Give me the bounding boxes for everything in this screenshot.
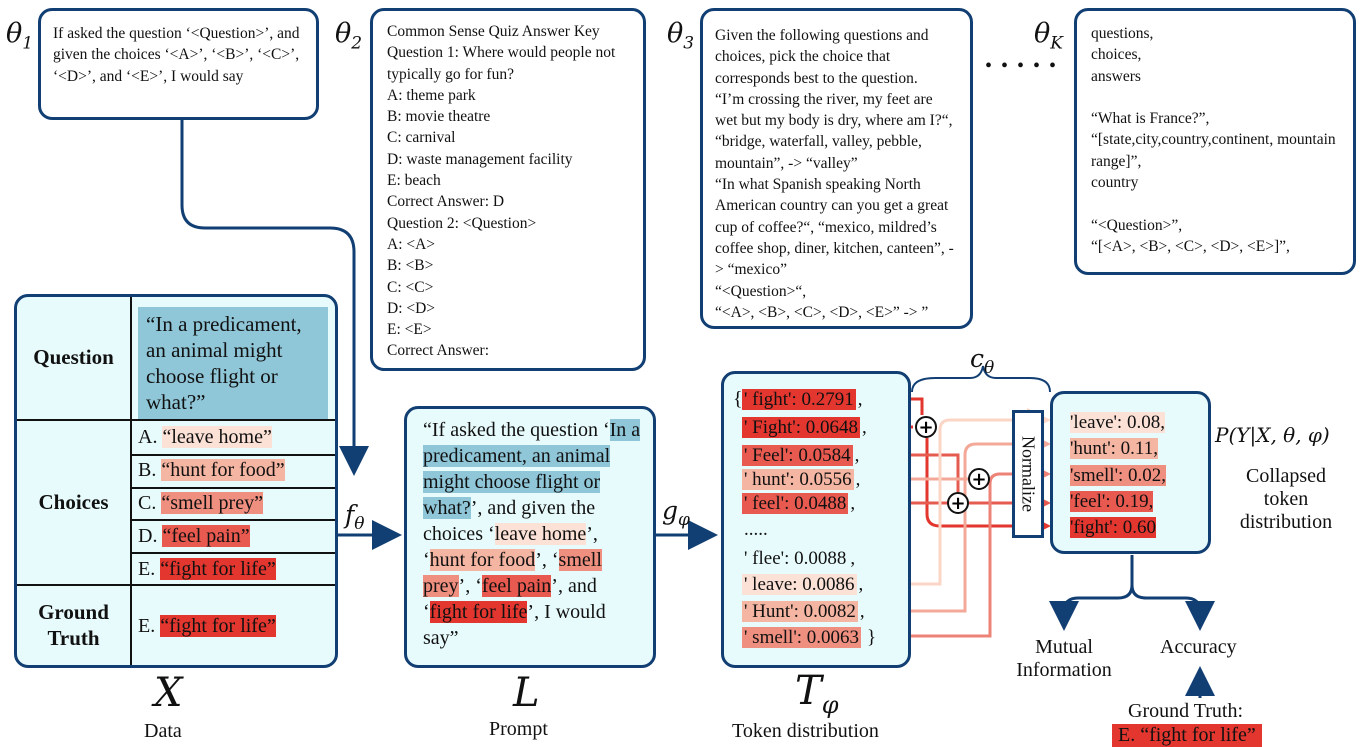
c-theta-brace — [911, 365, 1051, 393]
normalize-label: Normalize — [1018, 436, 1039, 512]
prompt-choice-d: feel pain — [481, 575, 552, 597]
ground-truth-output-label: Ground Truth: — [1128, 700, 1244, 722]
svg-text:+: + — [918, 417, 933, 438]
svg-text:+: + — [971, 469, 986, 490]
collapsed-hunt: 'hunt': 0.11, — [1070, 438, 1158, 459]
choice-b: B. “hunt for food” — [138, 459, 285, 481]
ground-truth-value: E. “fight for life” — [138, 615, 276, 637]
template-1-box: If asked the question ‘<Question>’, and … — [38, 8, 319, 120]
prob-label: P(Y|X, θ, φ) — [1215, 423, 1330, 447]
collapsed-caption: Collapsed token distribution — [1239, 465, 1333, 533]
token-item: ' fight': 0.2791, — [742, 389, 863, 410]
g-phi-label: gφ — [662, 496, 690, 530]
normalize-box: Normalize — [1012, 410, 1044, 538]
prompt-choice-a: leave home — [494, 523, 587, 545]
choice-e: E. “fight for life” — [138, 558, 276, 580]
prompt-choice-e: fight for life — [429, 601, 528, 623]
token-item: ' leave: 0.0086, — [742, 574, 864, 595]
mi-arrow — [1049, 555, 1134, 631]
collapsed-distribution-box: 'leave': 0.08, 'hunt': 0.11, 'smell': 0.… — [1050, 391, 1211, 554]
mutual-information-label: Mutual Information — [1016, 636, 1112, 681]
x-caption: Data — [144, 720, 182, 742]
token-item: ' Fight': 0.0648, — [742, 417, 867, 438]
template-2-text: Common Sense Quiz Answer Key Question 1:… — [387, 23, 616, 360]
ground-truth-label: Ground Truth — [38, 600, 109, 650]
token-item: ' Hunt': 0.0082, — [742, 601, 865, 622]
theta-2-label: θ2 — [335, 18, 363, 54]
theta-3-label: θ3 — [667, 18, 695, 54]
collapsed-smell: 'smell': 0.02, — [1070, 465, 1167, 486]
question-label: Question — [33, 345, 114, 369]
token-distribution-box: { ' fight': 0.2791, ' Fight': 0.0648, ' … — [721, 371, 911, 668]
data-table-box: Question “In a predicament, an animal mi… — [14, 294, 338, 668]
prompt-box: “If asked the question ‘In a predicament… — [404, 406, 656, 668]
open-brace: { — [733, 388, 743, 410]
choice-a: A. “leave home” — [138, 426, 272, 448]
choice-c: C. “smell prey” — [138, 492, 263, 514]
ground-truth-output-value: E. “fight for life” — [1112, 724, 1262, 747]
token-item: ' Feel': 0.0584, — [742, 445, 860, 466]
sum-nodes: + + + — [915, 416, 990, 514]
t-phi-symbol: Tφ — [795, 668, 839, 719]
svg-text:+: + — [950, 493, 965, 514]
collapsed-leave: 'leave': 0.08, — [1070, 412, 1165, 433]
close-brace: } — [867, 627, 877, 648]
collapsed-feel: 'feel': 0.19, — [1070, 491, 1154, 512]
token-item: ' smell': 0.0063} — [742, 627, 877, 648]
collapsed-fight: 'fight': 0.60 — [1070, 517, 1157, 538]
template-k-text: questions, choices, answers “What is Fra… — [1091, 25, 1336, 255]
x-symbol: X — [154, 670, 183, 716]
ellipsis: • • • • • — [985, 55, 1059, 77]
token-item: ' flee': 0.0088, — [744, 548, 856, 569]
l-symbol: L — [513, 670, 540, 716]
question-text: “In a predicament, an animal might choos… — [138, 307, 328, 419]
token-item: ' feel': 0.0488, — [742, 493, 856, 514]
choice-d: D. “feel pain” — [138, 525, 250, 547]
c-theta-label: cθ — [970, 344, 995, 378]
acc-arrow — [1130, 584, 1215, 631]
l-caption: Prompt — [489, 718, 548, 740]
token-item: ..... — [744, 519, 768, 540]
theta-k-label: θK — [1034, 18, 1063, 54]
template-k-box: questions, choices, answers “What is Fra… — [1074, 8, 1356, 275]
template-arrow — [180, 118, 369, 476]
t-caption: Token distribution — [732, 720, 879, 742]
template-2-box: Common Sense Quiz Answer Key Question 1:… — [370, 8, 646, 371]
prompt-choice-b: hunt for food — [429, 549, 536, 571]
accuracy-label: Accuracy — [1160, 636, 1237, 658]
f-theta-label: fθ — [345, 500, 365, 534]
template-3-box: Given the following questions and choice… — [700, 8, 973, 329]
template-3-text: Given the following questions and choice… — [715, 27, 954, 321]
template-1-text: If asked the question ‘<Question>’, and … — [53, 25, 300, 85]
token-item: ' hunt': 0.0556, — [742, 469, 861, 490]
choices-label: Choices — [38, 490, 109, 514]
theta-1-label: θ1 — [6, 18, 34, 54]
